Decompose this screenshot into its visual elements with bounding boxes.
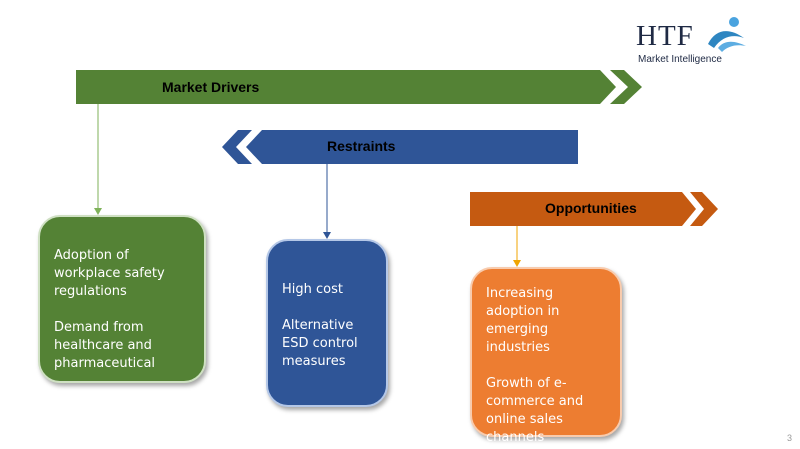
restraints-banner-shape <box>246 130 578 164</box>
logo-letters: HTF <box>636 20 694 52</box>
restraints-item: Alternative ESD control measures <box>282 318 358 369</box>
restraints-box: High cost Alternative ESD control measur… <box>266 239 388 407</box>
restraints-banner-chevron <box>222 130 252 164</box>
opportunities-item: Increasing adoption in emerging industri… <box>486 286 560 355</box>
drivers-item: Adoption of workplace safety regulations <box>54 248 165 299</box>
drivers-item: Demand from healthcare and pharmaceutica… <box>54 320 156 371</box>
opportunities-item: Growth of e-commerce and online sales ch… <box>486 376 584 445</box>
drivers-banner-chevron <box>610 70 642 104</box>
restraints-banner-label: Restraints <box>327 138 396 154</box>
drivers-banner-shape <box>76 70 616 104</box>
logo: HTF Market Intelligence <box>636 14 748 70</box>
logo-swirl-icon <box>708 17 746 52</box>
page-number: 3 <box>786 433 792 443</box>
drivers-box: Adoption of workplace safety regulations… <box>38 215 206 383</box>
opportunities-banner-chevron <box>690 192 718 226</box>
opportunities-banner-label: Opportunities <box>545 200 637 216</box>
opportunities-banner-shape <box>470 192 696 226</box>
restraints-connector-arrowhead <box>323 232 331 239</box>
restraints-item: High cost <box>282 282 343 297</box>
opportunities-connector-arrowhead <box>513 260 521 267</box>
drivers-banner-label: Market Drivers <box>162 79 260 95</box>
logo-subtitle: Market Intelligence <box>638 54 722 65</box>
opportunities-box: Increasing adoption in emerging industri… <box>470 267 622 445</box>
drivers-connector-arrowhead <box>94 208 102 215</box>
